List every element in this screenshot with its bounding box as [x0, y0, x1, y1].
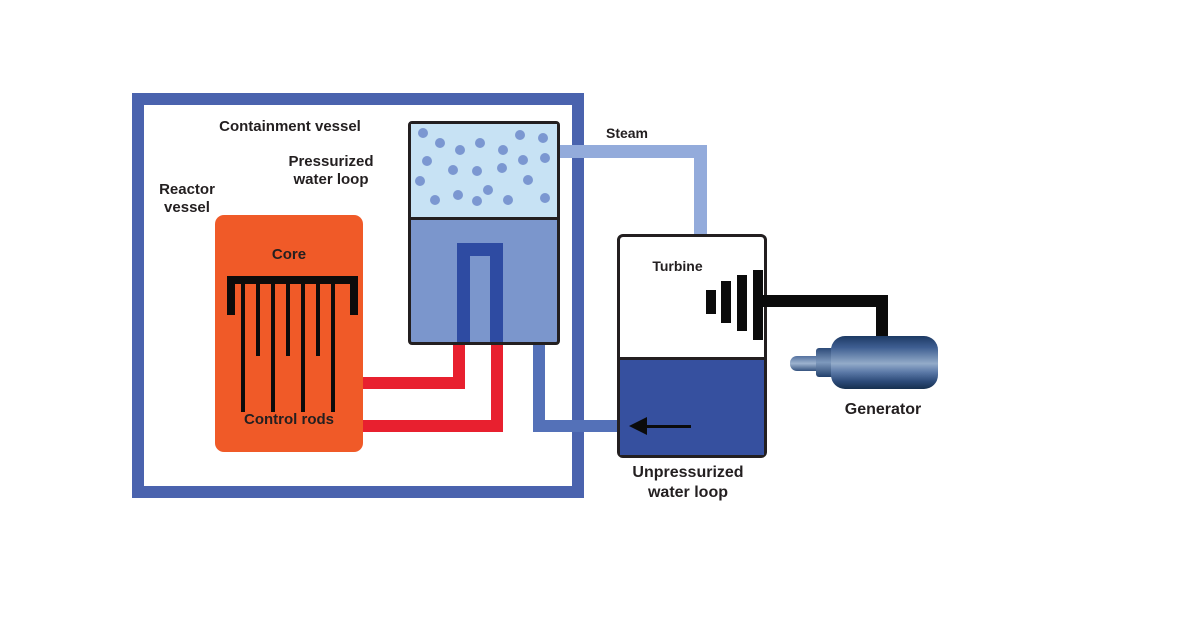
steam-bubble [448, 165, 458, 175]
pressurized-water-loop-line2: water loop [293, 171, 369, 188]
steam-bubble [418, 128, 428, 138]
generator-shaft [790, 356, 818, 371]
reactor-vessel: Core Control rods [215, 215, 363, 452]
turbine-water-section [620, 357, 764, 455]
steam-bubble [455, 145, 465, 155]
generator-label: Generator [844, 401, 922, 418]
turbine-blade [721, 281, 731, 323]
drive-shaft-horizontal [756, 295, 888, 307]
reactor-vessel-label: Reactor vessel [147, 181, 227, 217]
core-support-left-hook [227, 276, 235, 315]
control-rod [256, 284, 260, 356]
control-rod [331, 284, 335, 412]
core-support-bar [227, 276, 358, 284]
steam-bubble [540, 193, 550, 203]
control-rod [301, 284, 305, 412]
return-water-pipe-horizontal [533, 420, 620, 432]
turbine-box: Turbine [617, 234, 767, 458]
pressurized-water-loop-line1: Pressurized [288, 153, 374, 170]
steam-bubble [515, 130, 525, 140]
steam-bubble [483, 185, 493, 195]
steam-bubbles-icon [411, 124, 557, 220]
hot-leg-pipe-horizontal [362, 377, 465, 389]
drive-shaft-vertical [876, 295, 888, 340]
unpressurized-water-loop-line2: water loop [647, 484, 728, 501]
core-label: Core [271, 246, 307, 263]
cold-leg-pipe-horizontal [362, 420, 503, 432]
steam-bubble [540, 153, 550, 163]
steam-bubble [415, 176, 425, 186]
steam-bubble [422, 156, 432, 166]
control-rod [241, 284, 245, 412]
steam-bubble [503, 195, 513, 205]
steam-bubble [475, 138, 485, 148]
primary-u-tube-pipe [457, 243, 503, 342]
steam-bubble [453, 190, 463, 200]
steam-bubble [472, 166, 482, 176]
turbine-blade [737, 275, 747, 331]
reactor-vessel-line2: vessel [164, 199, 210, 216]
return-water-pipe-vertical [533, 338, 545, 432]
generator-shaft-collar [816, 348, 834, 377]
steam-bubble [497, 163, 507, 173]
steam-bubble [472, 196, 482, 206]
turbine-blade [706, 290, 716, 314]
steam-bubble [518, 155, 528, 165]
control-rod [271, 284, 275, 412]
flow-arrow-shaft [641, 425, 691, 428]
control-rods-label: Control rods [244, 411, 334, 428]
hot-leg-pipe-vertical [453, 338, 465, 389]
control-rod [286, 284, 290, 356]
steam-label: Steam [605, 125, 649, 141]
steam-pipe-vertical [694, 145, 707, 237]
containment-vessel-label: Containment vessel [219, 118, 361, 135]
generator-body [831, 336, 938, 389]
steam-generator [408, 121, 560, 345]
control-rod [316, 284, 320, 356]
steam-bubble [430, 195, 440, 205]
steam-bubble [498, 145, 508, 155]
steam-bubble [435, 138, 445, 148]
unpressurized-water-loop-label: Unpressurized water loop [608, 463, 768, 503]
turbine-label: Turbine [652, 258, 703, 274]
steam-bubble [523, 175, 533, 185]
core-support-right-hook [350, 276, 358, 315]
unpressurized-water-loop-line1: Unpressurized [632, 464, 744, 481]
pressurized-water-loop-label: Pressurized water loop [276, 153, 386, 189]
cold-leg-pipe-vertical [491, 338, 503, 432]
reactor-vessel-line1: Reactor [159, 181, 215, 198]
steam-pipe-horizontal [556, 145, 707, 158]
steam-bubble [538, 133, 548, 143]
flow-arrow-head [629, 417, 647, 435]
